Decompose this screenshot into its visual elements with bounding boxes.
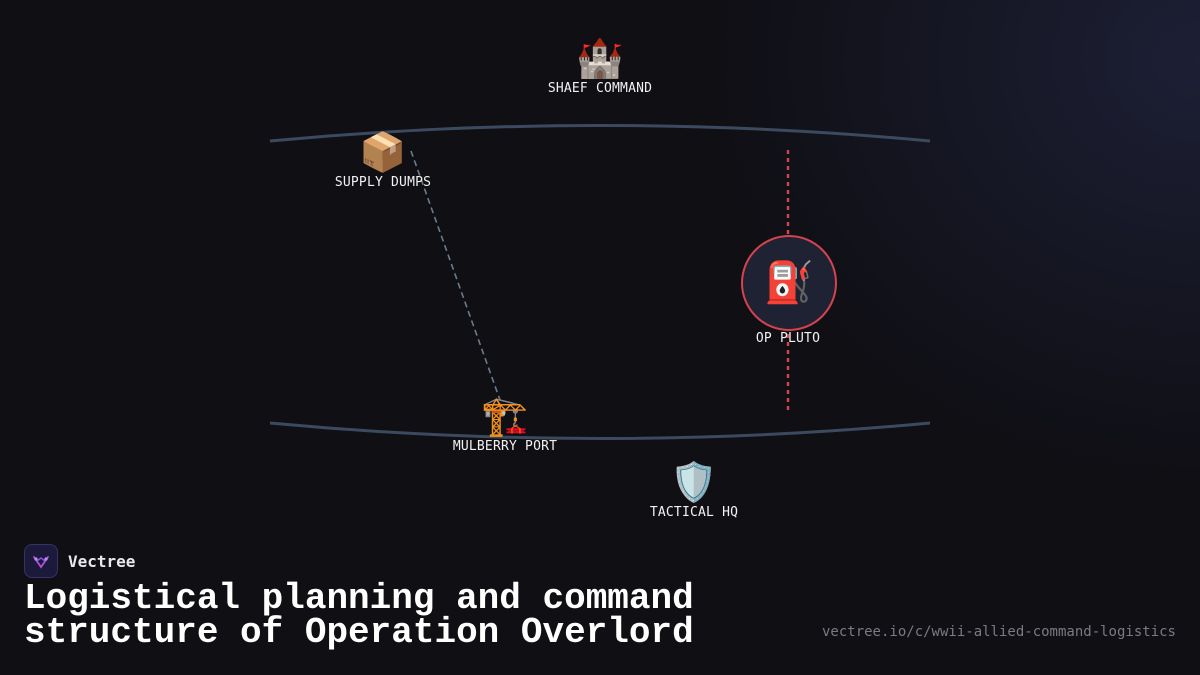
node-tactical-hq[interactable]: 🛡️ TACTICAL HQ <box>650 460 738 520</box>
fuel-pump-icon: ⛽ <box>764 260 814 306</box>
bottom-arc <box>269 421 931 440</box>
top-arc <box>269 124 931 143</box>
node-shaef-command[interactable]: 🏰 SHAEF COMMAND <box>548 36 652 96</box>
title-line-2: structure of Operation Overlord <box>24 612 694 653</box>
crane-icon: 🏗️ <box>481 394 529 438</box>
node-mulberry-port[interactable]: 🏗️ MULBERRY PORT <box>453 394 557 454</box>
source-url[interactable]: vectree.io/c/wwii-allied-command-logisti… <box>821 624 1176 640</box>
brand[interactable]: Vectree <box>24 544 135 578</box>
node-label: OP PLUTO <box>755 331 821 346</box>
vectree-logo-icon <box>24 544 58 578</box>
node-label: SHAEF COMMAND <box>547 81 653 96</box>
node-op-pluto-circle[interactable]: ⛽ <box>741 235 837 331</box>
node-op-pluto[interactable]: OP PLUTO <box>756 330 820 346</box>
node-label: MULBERRY PORT <box>452 439 558 454</box>
shield-icon: 🛡️ <box>670 460 718 504</box>
node-label: TACTICAL HQ <box>649 505 739 520</box>
title-line-1: Logistical planning and command <box>24 578 694 619</box>
page-title: Logistical planning and command structur… <box>24 581 694 653</box>
node-label: SUPPLY DUMPS <box>334 175 432 190</box>
castle-icon: 🏰 <box>576 36 624 80</box>
node-supply-dumps[interactable]: 📦 SUPPLY DUMPS <box>335 130 431 190</box>
supply-mulberry-link <box>410 150 501 401</box>
package-icon: 📦 <box>359 130 407 174</box>
brand-name: Vectree <box>68 551 136 571</box>
